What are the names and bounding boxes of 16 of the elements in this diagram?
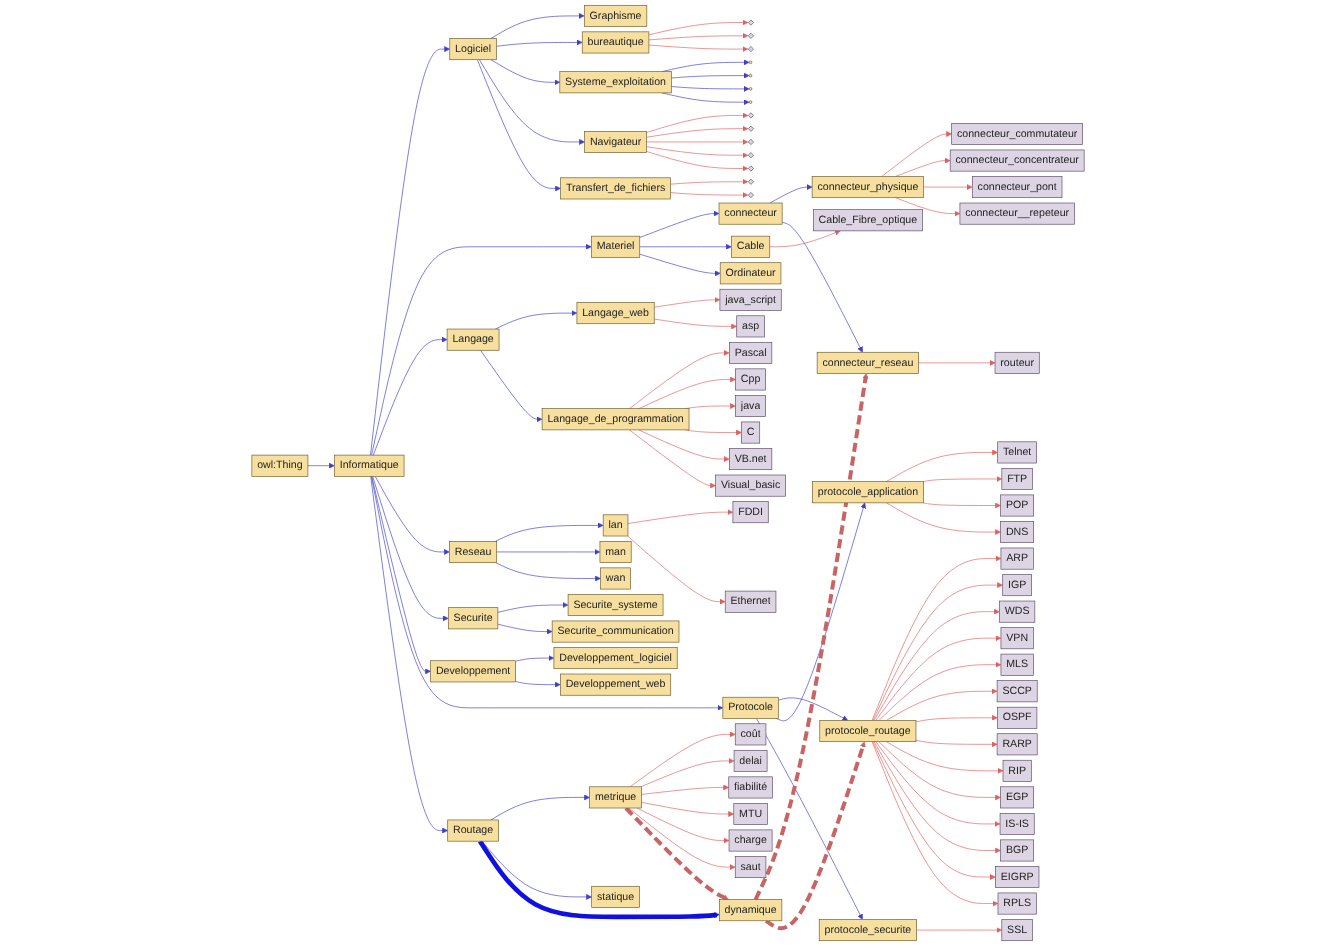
arrow xyxy=(753,373,869,901)
node-diamond xyxy=(747,46,754,53)
node-diamond xyxy=(747,19,754,26)
node-diamond xyxy=(747,178,754,185)
node-diamond xyxy=(747,165,754,172)
node-circle xyxy=(748,100,753,104)
node-diamond xyxy=(747,152,754,159)
node-diamond xyxy=(747,32,754,39)
node-diamond xyxy=(747,112,754,119)
node-circle xyxy=(748,60,753,64)
node-diamond xyxy=(747,125,754,132)
node-diamond xyxy=(747,192,754,198)
arrow xyxy=(764,741,866,931)
node-circle xyxy=(748,73,753,78)
node-diamond xyxy=(747,139,754,145)
node-circle xyxy=(748,87,753,91)
